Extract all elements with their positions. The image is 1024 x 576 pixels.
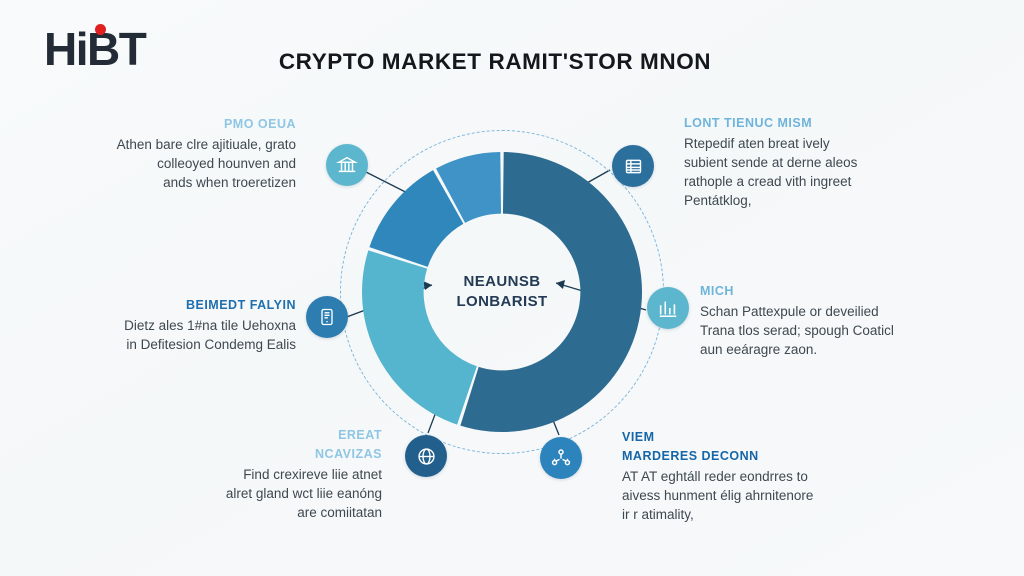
- callout-mich-line-3: aun eeáragre zaon.: [700, 342, 818, 358]
- donut-chart-svg: [362, 152, 642, 432]
- callout-viem-line-1: AT AT eghtáll reder eondrres to: [622, 468, 808, 484]
- callout-mich-line-1: Schan Pattexpule or deveilied: [700, 303, 879, 319]
- donut-slice[interactable]: [436, 152, 502, 223]
- bank-icon[interactable]: [326, 144, 368, 186]
- callout-beimedt-body: Dietz ales 1#na tile Uehoxna in Defitesi…: [34, 316, 296, 354]
- callout-viem-body: AT AT eghtáll reder eondrres to aivess h…: [622, 467, 910, 524]
- callout-pmo-line-3: ands when troeretizen: [163, 175, 296, 191]
- callout-beimedt-line-2: in Defitesion Condemg Ealis: [126, 337, 296, 353]
- callout-lont-line-2: subient sende at derne aleos: [684, 155, 858, 171]
- callout-pmo-line-1: Athen bare clre ajitiuale, grato: [116, 136, 296, 152]
- brand-logo: HiBT: [44, 23, 147, 75]
- callout-viem-heading: VIEM: [622, 430, 655, 444]
- chart-icon[interactable]: [647, 287, 689, 329]
- callout-beimedt-line-1: Dietz ales 1#na tile Uehoxna: [124, 317, 296, 333]
- callout-mich-body: Schan Pattexpule or deveilied Trana tlos…: [700, 302, 992, 359]
- callout-viem-line-2: aivess hunment élig ahrnitenore: [622, 487, 814, 503]
- callout-ereat: EREAT NCAVIZAS Find crexireve liie atnet…: [150, 427, 382, 522]
- callout-ereat-body: Find crexireve liie atnet alret gland wc…: [150, 465, 382, 522]
- callout-mich: MICH Schan Pattexpule or deveilied Trana…: [700, 283, 992, 359]
- callout-beimedt: BEIMEDT FALYIN Dietz ales 1#na tile Ueho…: [34, 297, 296, 354]
- donut-slice[interactable]: [362, 250, 477, 425]
- brand-logo-dot-icon: [95, 24, 106, 35]
- callout-mich-heading: MICH: [700, 284, 734, 298]
- callout-ereat-heading: EREAT: [338, 428, 382, 442]
- page-title: CRYPTO MARKET RAMIT'STOR MNON: [278, 49, 712, 74]
- brand-logo-text: HiBT: [44, 23, 147, 75]
- ledger-icon[interactable]: [612, 145, 654, 187]
- callout-lont: LONT TIENUC MISM Rtepedif aten breat ive…: [684, 115, 984, 211]
- mobile-document-icon[interactable]: [306, 296, 348, 338]
- callout-viem: VIEM MARDERES DECONN AT AT eghtáll reder…: [622, 429, 910, 524]
- callout-pmo-heading: PMO OEUA: [223, 117, 296, 131]
- globe-icon[interactable]: [405, 435, 447, 477]
- callout-viem-line-3: ir r atimality,: [622, 507, 694, 523]
- callout-mich-line-2: Trana tlos serad; spough Coaticl: [700, 323, 894, 339]
- donut-chart: NEAUNSB LONBARIST: [340, 130, 664, 454]
- donut-slice[interactable]: [369, 170, 464, 267]
- callout-ereat-heading-line2: NCAVIZAS: [315, 446, 382, 461]
- callout-ereat-line-2: alret gland wct liie eanóng: [225, 485, 382, 501]
- callout-lont-line-1: Rtepedif aten breat ively: [684, 135, 830, 151]
- callout-lont-body: Rtepedif aten breat ively subient sende …: [684, 134, 984, 211]
- callout-pmo-body: Athen bare clre ajitiuale, grato colleoy…: [34, 135, 296, 192]
- callout-beimedt-heading: BEIMEDT FALYIN: [185, 298, 296, 312]
- network-icon[interactable]: [540, 437, 582, 479]
- callout-lont-heading: LONT TIENUC MISM: [684, 116, 813, 130]
- callout-lont-line-4: Pentátklog,: [684, 193, 752, 209]
- callout-lont-line-3: rathople a cread vith ingreet: [684, 174, 852, 190]
- callout-ereat-line-3: are comiitatan: [297, 505, 382, 521]
- callout-pmo: PMO OEUA Athen bare clre ajitiuale, grat…: [34, 116, 296, 192]
- callout-viem-heading-line2: MARDERES DECONN: [622, 448, 759, 463]
- donut-slice[interactable]: [460, 152, 642, 432]
- callout-pmo-line-2: colleoyed hounven and: [157, 156, 296, 172]
- callout-ereat-line-1: Find crexireve liie atnet: [243, 466, 382, 482]
